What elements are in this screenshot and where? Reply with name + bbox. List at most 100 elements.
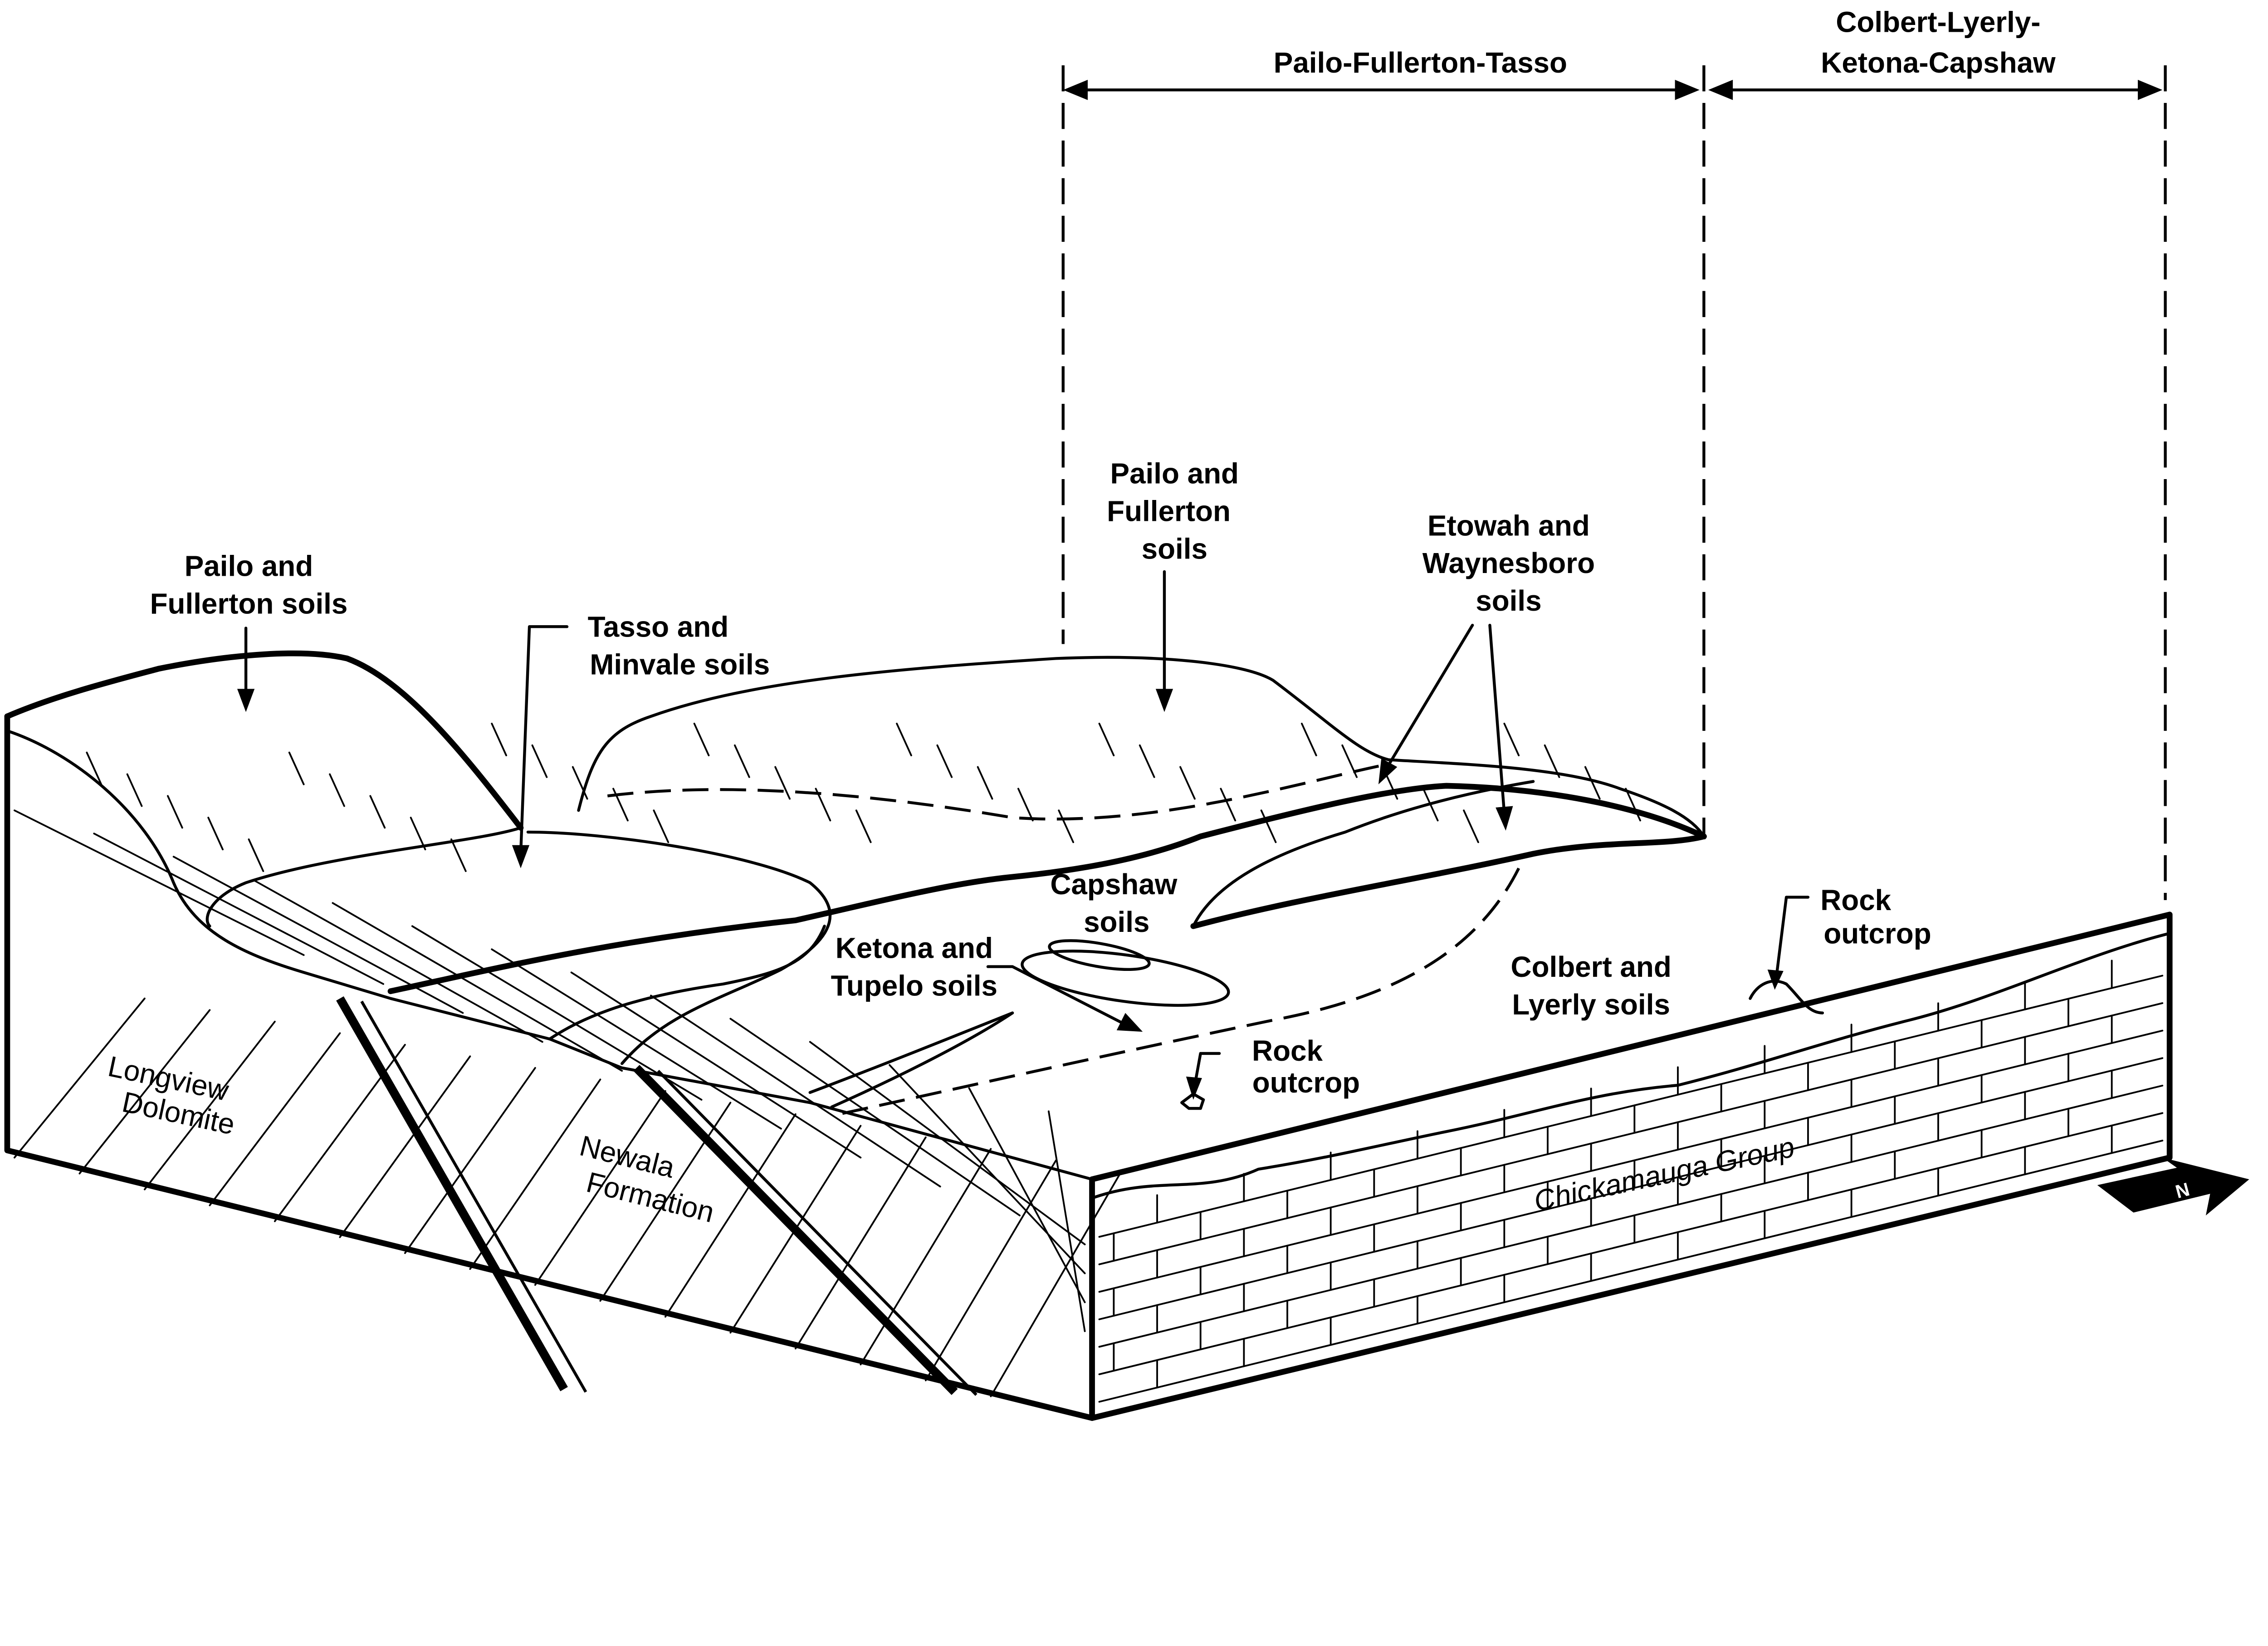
soil-block-diagram: Pailo-Fullerton-Tasso Colbert-Lyerly- Ke… <box>4 6 2249 1421</box>
pattern-line <box>664 1113 797 1318</box>
range-label-colbert-line2: Ketona-Capshaw <box>1821 46 2056 79</box>
pattern-line <box>491 722 507 756</box>
pattern-line <box>332 902 623 1072</box>
label-capshaw-2: soils <box>1084 906 1149 938</box>
pattern-line <box>936 744 953 778</box>
pattern-line <box>143 1020 276 1190</box>
pattern-line <box>1098 1140 2164 1403</box>
pattern-line <box>1098 1112 2164 1376</box>
pattern-line <box>491 948 782 1130</box>
pattern-line <box>531 744 548 778</box>
label-pailo-center-3: soils <box>1142 532 1207 565</box>
pattern-line <box>924 1159 1057 1381</box>
pattern-line <box>977 766 993 800</box>
pattern-line <box>860 1148 992 1366</box>
pattern-line <box>78 1009 211 1175</box>
pattern-line <box>896 722 912 756</box>
pattern-line <box>1047 1110 1086 1332</box>
pattern-line <box>1260 809 1277 843</box>
pattern-line <box>733 744 750 778</box>
pattern-line <box>339 1055 471 1238</box>
label-rock-outcrop-center-1: Rock <box>1252 1034 1323 1067</box>
pattern-line <box>1098 1057 2164 1320</box>
pattern-line <box>13 997 146 1159</box>
pattern-line <box>889 1064 1086 1274</box>
pattern-line <box>1584 766 1601 800</box>
label-ketona-1: Ketona and <box>836 931 993 964</box>
slope-hachures <box>86 722 1641 872</box>
pattern-line <box>207 817 224 851</box>
pattern-line <box>774 766 791 800</box>
pattern-line <box>450 838 467 872</box>
label-capshaw-1: Capshaw <box>1050 868 1177 901</box>
range-label-colbert-line1: Colbert-Lyerly- <box>1836 6 2040 39</box>
pattern-line <box>469 1078 601 1270</box>
pattern-line <box>1098 1029 2164 1293</box>
pattern-line <box>329 773 345 807</box>
label-etowah-2: Waynesboro <box>1422 547 1595 579</box>
label-rock-outcrop-center-2: outcrop <box>1252 1066 1360 1099</box>
pattern-line <box>990 1171 1122 1397</box>
pattern-line <box>1139 744 1155 778</box>
pattern-line <box>1098 1084 2164 1348</box>
pattern-line <box>1058 809 1074 843</box>
label-rock-outcrop-right-1: Rock <box>1820 884 1891 916</box>
chickamauga-brick-pattern <box>1098 960 2164 1403</box>
pattern-line <box>93 833 384 985</box>
pattern-line <box>612 788 629 822</box>
pattern-line <box>1341 744 1358 778</box>
label-colbert-2: Lyerly soils <box>1512 988 1670 1021</box>
pattern-line <box>1300 722 1317 756</box>
pattern-line <box>411 925 703 1101</box>
pattern-line <box>572 766 588 800</box>
label-rock-outcrop-right-2: outcrop <box>1823 917 1931 950</box>
pattern-line <box>650 994 941 1188</box>
pattern-line <box>404 1067 536 1254</box>
label-chickamauga: Chickamauga Group <box>1531 1130 1797 1217</box>
label-pailo-fullerton-left-1: Pailo and <box>185 550 313 583</box>
pattern-line <box>252 879 543 1043</box>
pattern-line <box>653 809 670 843</box>
annotation-arrows <box>237 570 1810 1100</box>
label-tasso-2: Minvale soils <box>590 648 770 681</box>
block-outline <box>4 713 2173 1421</box>
landforms <box>4 650 1824 1116</box>
pattern-line <box>1422 788 1439 822</box>
pattern-line <box>86 751 103 785</box>
geology-labels: Longview Dolomite Newala Formation Chick… <box>105 1050 1797 1229</box>
label-pailo-center-2: Fullerton <box>1107 495 1231 527</box>
pattern-line <box>534 1090 666 1286</box>
label-pailo-fullerton-left-2: Fullerton soils <box>150 588 348 620</box>
dimension-lines <box>1061 65 2167 900</box>
pattern-line <box>1625 788 1641 822</box>
label-tasso-1: Tasso and <box>588 611 729 643</box>
pattern-line <box>968 1087 1086 1303</box>
north-arrow-icon: N <box>2097 1157 2249 1216</box>
pattern-line <box>1098 1002 2164 1265</box>
pattern-line <box>410 817 426 851</box>
pattern-line <box>794 1136 927 1350</box>
pattern-line <box>1544 744 1560 778</box>
pattern-line <box>209 1032 341 1206</box>
pattern-line <box>1098 722 1115 756</box>
pattern-line <box>809 1041 1086 1245</box>
pattern-line <box>1503 722 1520 756</box>
pattern-line <box>1017 788 1034 822</box>
pattern-line <box>288 751 305 785</box>
pattern-line <box>1098 975 2164 1238</box>
pattern-line <box>693 722 710 756</box>
label-etowah-3: soils <box>1476 584 1541 617</box>
pattern-line <box>166 795 183 829</box>
range-label-pailo-fullerton-tasso: Pailo-Fullerton-Tasso <box>1274 46 1567 79</box>
pattern-line <box>1463 809 1479 843</box>
pattern-line <box>126 773 143 807</box>
label-ketona-2: Tupelo soils <box>831 969 997 1002</box>
pattern-line <box>729 1018 1021 1216</box>
pattern-line <box>248 838 264 872</box>
pattern-line <box>815 788 831 822</box>
pattern-line <box>855 809 872 843</box>
label-pailo-center-1: Pailo and <box>1110 457 1239 490</box>
pattern-line <box>1179 766 1196 800</box>
label-etowah-1: Etowah and <box>1427 509 1590 542</box>
pattern-line <box>13 809 305 956</box>
